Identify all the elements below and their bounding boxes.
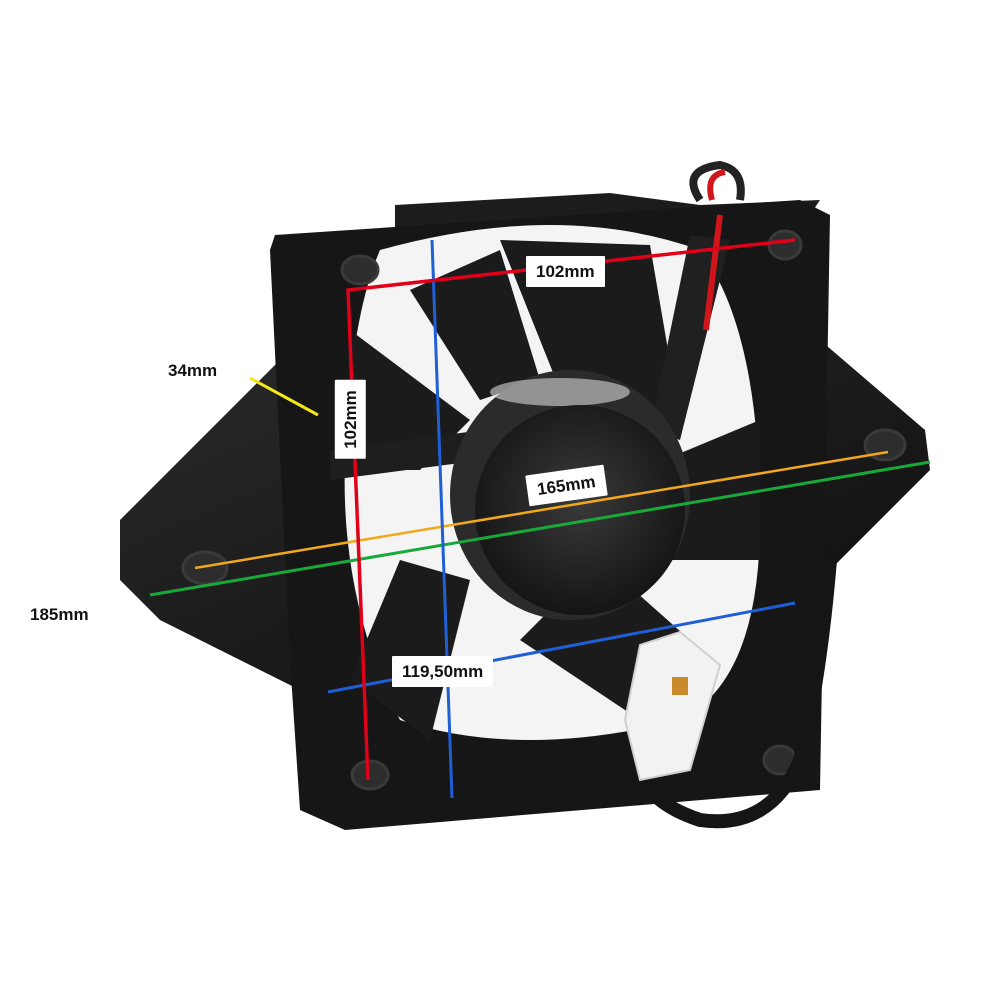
- label-width-top: 102mm: [526, 256, 605, 287]
- label-height-left: 102mm: [334, 380, 366, 459]
- measure-line-red: [346, 238, 796, 781]
- label-diagonal-total: 185mm: [30, 605, 89, 624]
- label-bottom-width: 119,50mm: [392, 656, 494, 687]
- measure-line-orange: [194, 450, 889, 570]
- hub-edge: [490, 378, 630, 406]
- screw-holes: [181, 229, 907, 791]
- motor-hub: [475, 405, 685, 615]
- label-depth: 34mm: [168, 361, 218, 380]
- wire-red-down: [703, 214, 723, 331]
- connector-latch: [672, 677, 688, 695]
- measure-line-yellow: [249, 376, 319, 417]
- measure-line-blue-vertical: [430, 239, 454, 799]
- wire-black: [689, 160, 745, 203]
- wire-red: [707, 169, 726, 201]
- output-cable: [633, 559, 837, 829]
- connector: [623, 630, 722, 782]
- measure-line-green: [149, 460, 931, 597]
